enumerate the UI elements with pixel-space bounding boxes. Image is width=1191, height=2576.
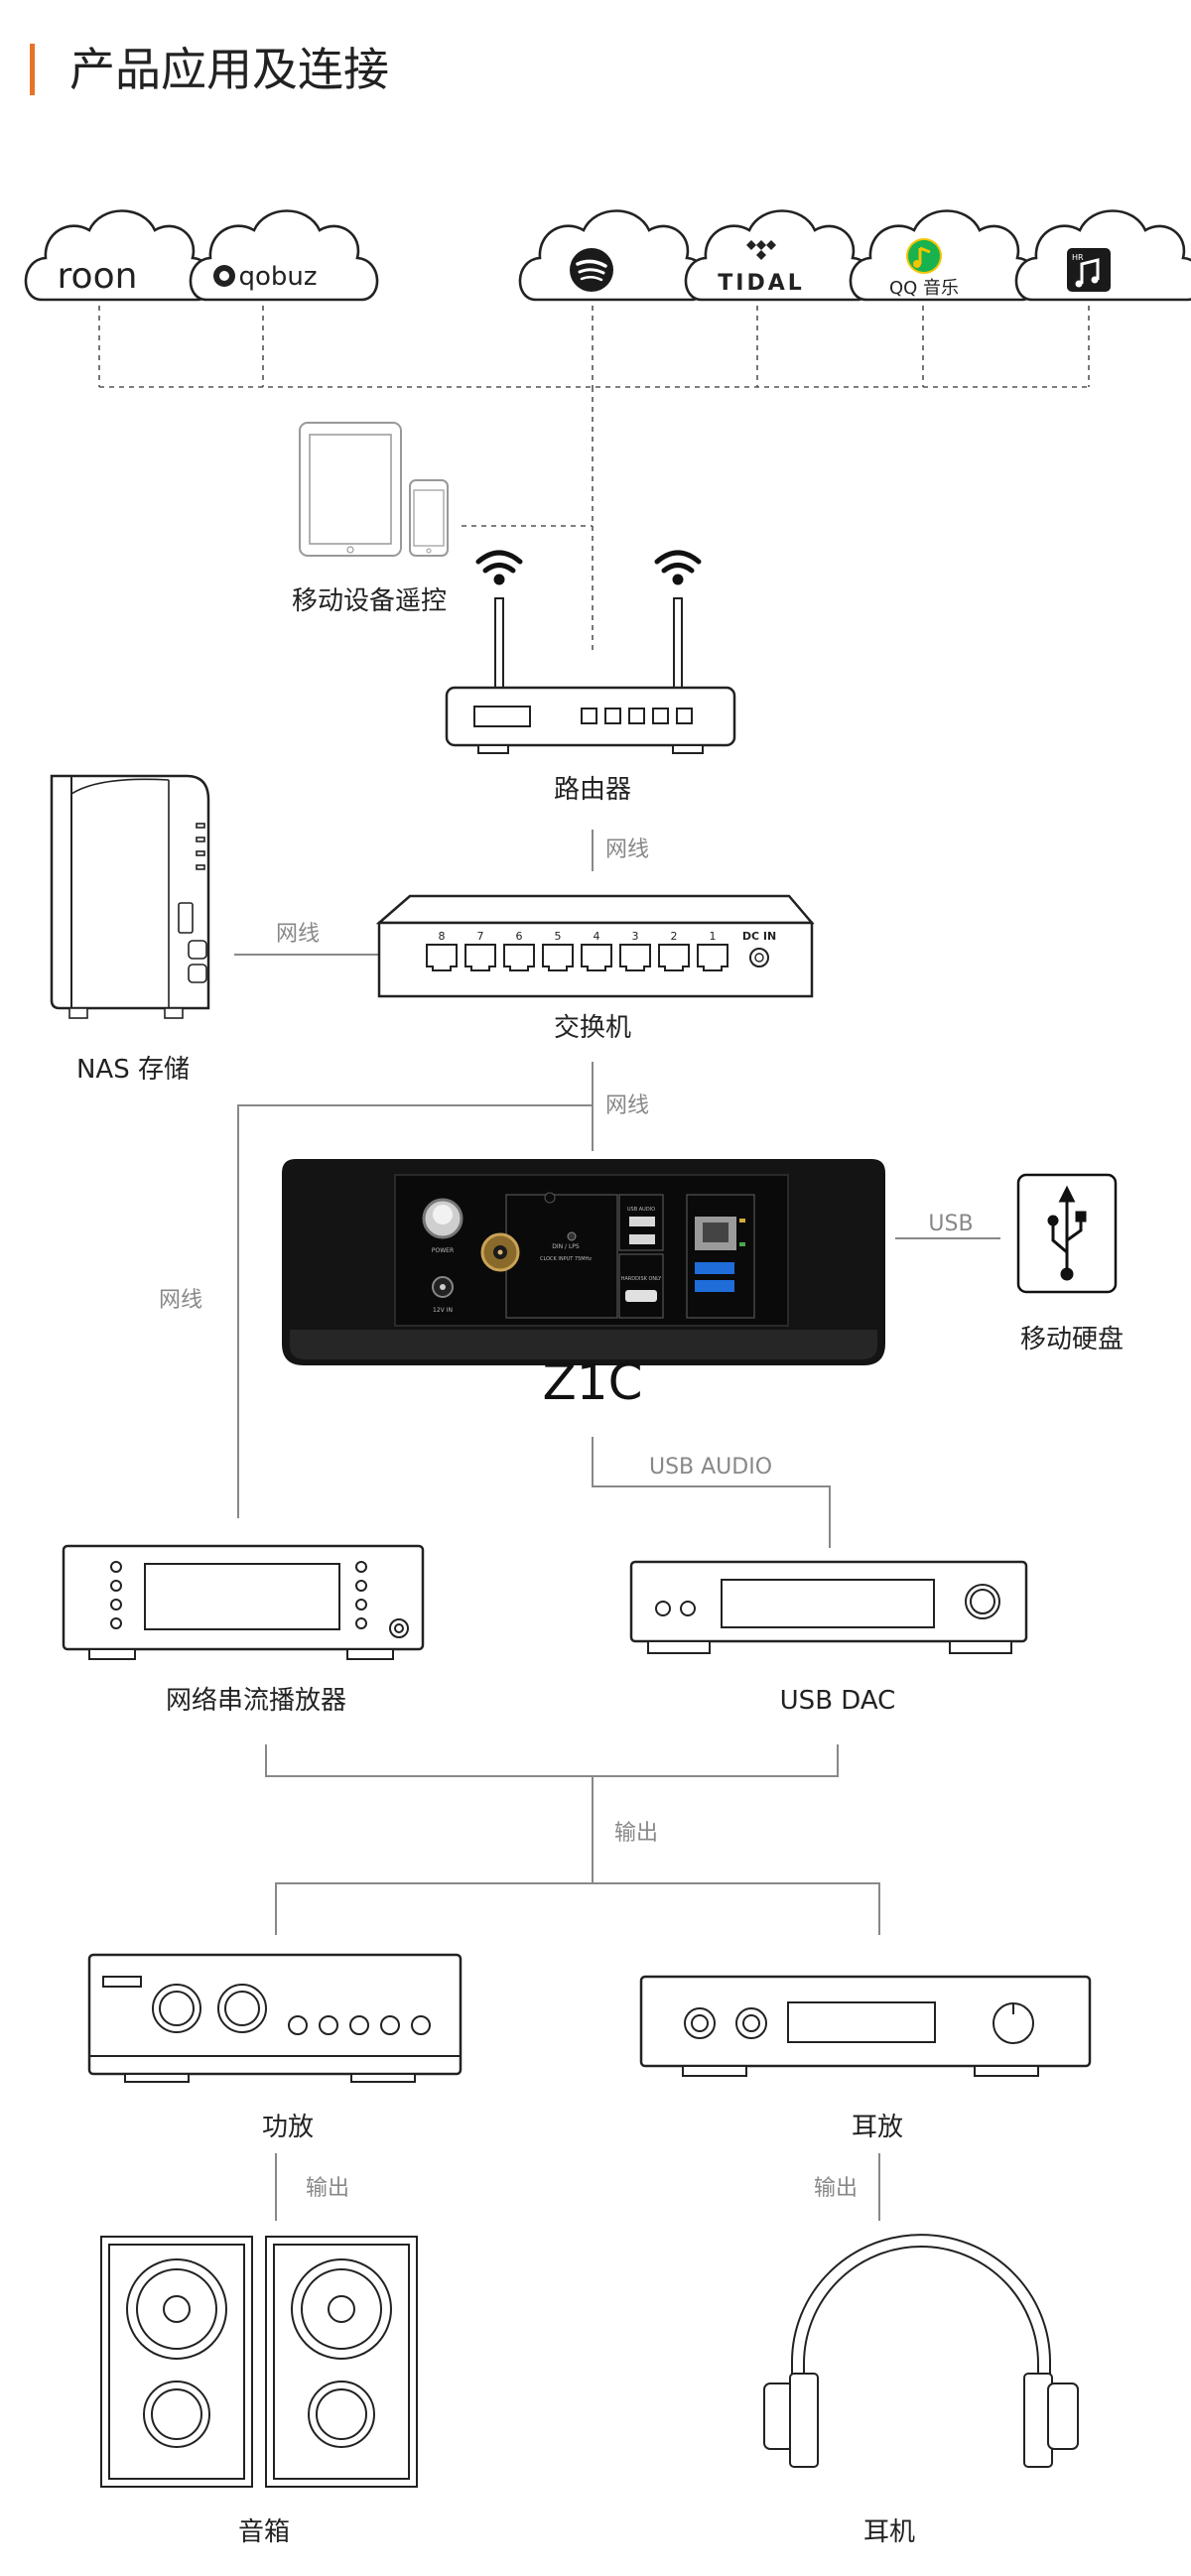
switch-port-number: 5: [555, 930, 562, 943]
wifi-icon: [475, 550, 702, 585]
qq-music-icon: [906, 238, 942, 274]
cloud-qobuz: qobuz: [189, 209, 379, 302]
cloud-spotify: [518, 209, 709, 302]
z1c-usb-audio-port: [629, 1217, 655, 1226]
usb-dac: USB DAC: [629, 1560, 1028, 1716]
svg-text:CLOCK INPUT 75MHz: CLOCK INPUT 75MHz: [540, 1256, 592, 1262]
switch-z1c-label: 网线: [605, 1094, 649, 1118]
headphones-label: 耳机: [863, 2517, 915, 2547]
tidal-icon: [746, 240, 776, 260]
switch-port: [464, 944, 496, 971]
amplifier-label: 功放: [262, 2113, 314, 2142]
switch-port: [426, 944, 458, 971]
tablet-icon: [299, 422, 402, 557]
title-accent-bar: [30, 44, 35, 95]
switch-port-number: 6: [516, 930, 523, 943]
switch-port-number: 3: [632, 930, 639, 943]
output-bracket: [265, 1744, 880, 1935]
switch-port-number: 4: [594, 930, 600, 943]
usb-drive: 移动硬盘: [1016, 1173, 1124, 1354]
usb-drive-label: 移动硬盘: [1020, 1325, 1124, 1354]
z1c-usb3-port: [695, 1262, 734, 1274]
switch-port: [658, 944, 690, 971]
z1c-dc-jack: [432, 1276, 454, 1298]
svg-text:HARDDISK ONLY: HARDDISK ONLY: [621, 1276, 663, 1282]
svg-text:12V IN: 12V IN: [433, 1307, 453, 1314]
hifi-music-app-icon: HR: [1067, 248, 1111, 292]
switch-port-number: 1: [710, 930, 717, 943]
svg-text:HR: HR: [1072, 253, 1084, 262]
switch-port-number: 8: [439, 930, 446, 943]
switch-port-number: 7: [477, 930, 484, 943]
nas: NAS 存储: [50, 774, 210, 1085]
nas-switch-label: 网线: [276, 922, 320, 947]
speakers-label: 音箱: [238, 2517, 290, 2547]
switch-port: [542, 944, 574, 971]
z1c-dac-label: USB AUDIO: [649, 1455, 772, 1480]
z1c-clock-input: [480, 1232, 520, 1272]
usb-dac-label: USB DAC: [780, 1686, 896, 1716]
router: 路由器: [445, 550, 736, 805]
qobuz-logo: qobuz: [238, 262, 317, 292]
service-connection-lines: [98, 306, 1090, 650]
switch-port: [619, 944, 651, 971]
amplifier: 功放: [87, 1953, 463, 2142]
cloud-qq-music: QQ 音乐: [849, 209, 1039, 302]
hpamp-headphones-label: 输出: [814, 2176, 858, 2201]
svg-text:DIN / LPS: DIN / LPS: [552, 1243, 580, 1250]
mobile-devices: 移动设备遥控: [292, 422, 449, 616]
spotify-icon: [570, 248, 613, 292]
network-streamer: 网络串流播放器: [62, 1544, 425, 1716]
phone-icon: [409, 479, 449, 557]
svg-text:POWER: POWER: [432, 1247, 454, 1254]
switch-port: [697, 944, 728, 971]
switch-port-number: 2: [671, 930, 678, 943]
z1c-label: Z1C: [543, 1353, 643, 1411]
switch-port: [503, 944, 535, 971]
router-switch-label: 网线: [605, 837, 649, 862]
mobile-label: 移动设备遥控: [292, 586, 447, 616]
z1c-hdmi-port: [625, 1290, 657, 1302]
cloud-hifi-app: HR: [1014, 209, 1191, 302]
nas-label: NAS 存储: [76, 1055, 190, 1085]
router-label: 路由器: [554, 775, 631, 805]
tidal-logo: TIDAL: [718, 271, 805, 296]
switch-dc-label: DC IN: [742, 930, 776, 943]
switch-ports: 8 7 6 5 4 3 2 1: [426, 930, 728, 971]
streamer-lan-label: 网线: [159, 1288, 202, 1313]
output-label: 输出: [614, 1821, 658, 1846]
speakers: [100, 2236, 418, 2488]
switch-label: 交换机: [554, 1013, 631, 1043]
z1c-power-button: [422, 1198, 463, 1239]
headphone-amp-label: 耳放: [852, 2113, 903, 2142]
usb-icon: [1047, 1185, 1087, 1281]
z1c-unit: POWER 12V IN DIN / LPS CLOCK INPUT 75MHz…: [282, 1159, 885, 1411]
page-title: 产品应用及连接: [69, 43, 389, 96]
headphone-amp: 耳放: [639, 1975, 1092, 2142]
streamer-label: 网络串流播放器: [166, 1686, 346, 1716]
amp-speakers-label: 输出: [306, 2176, 349, 2201]
cloud-roon: roon: [24, 209, 214, 302]
router-lan-ports: [581, 708, 693, 724]
qq-music-label: QQ 音乐: [889, 278, 959, 299]
svg-text:USB AUDIO: USB AUDIO: [627, 1207, 655, 1213]
cloud-tidal: TIDAL: [684, 209, 874, 302]
headphones: [763, 2234, 1079, 2468]
network-switch: 8 7 6 5 4 3 2 1 DC IN 交换机: [375, 894, 815, 1043]
switch-downlinks: [237, 1062, 594, 1518]
z1c-dac-line: [592, 1437, 831, 1548]
switch-port: [581, 944, 612, 971]
z1c-usb-drive-label: USB: [928, 1212, 973, 1236]
roon-logo: roon: [58, 256, 138, 297]
